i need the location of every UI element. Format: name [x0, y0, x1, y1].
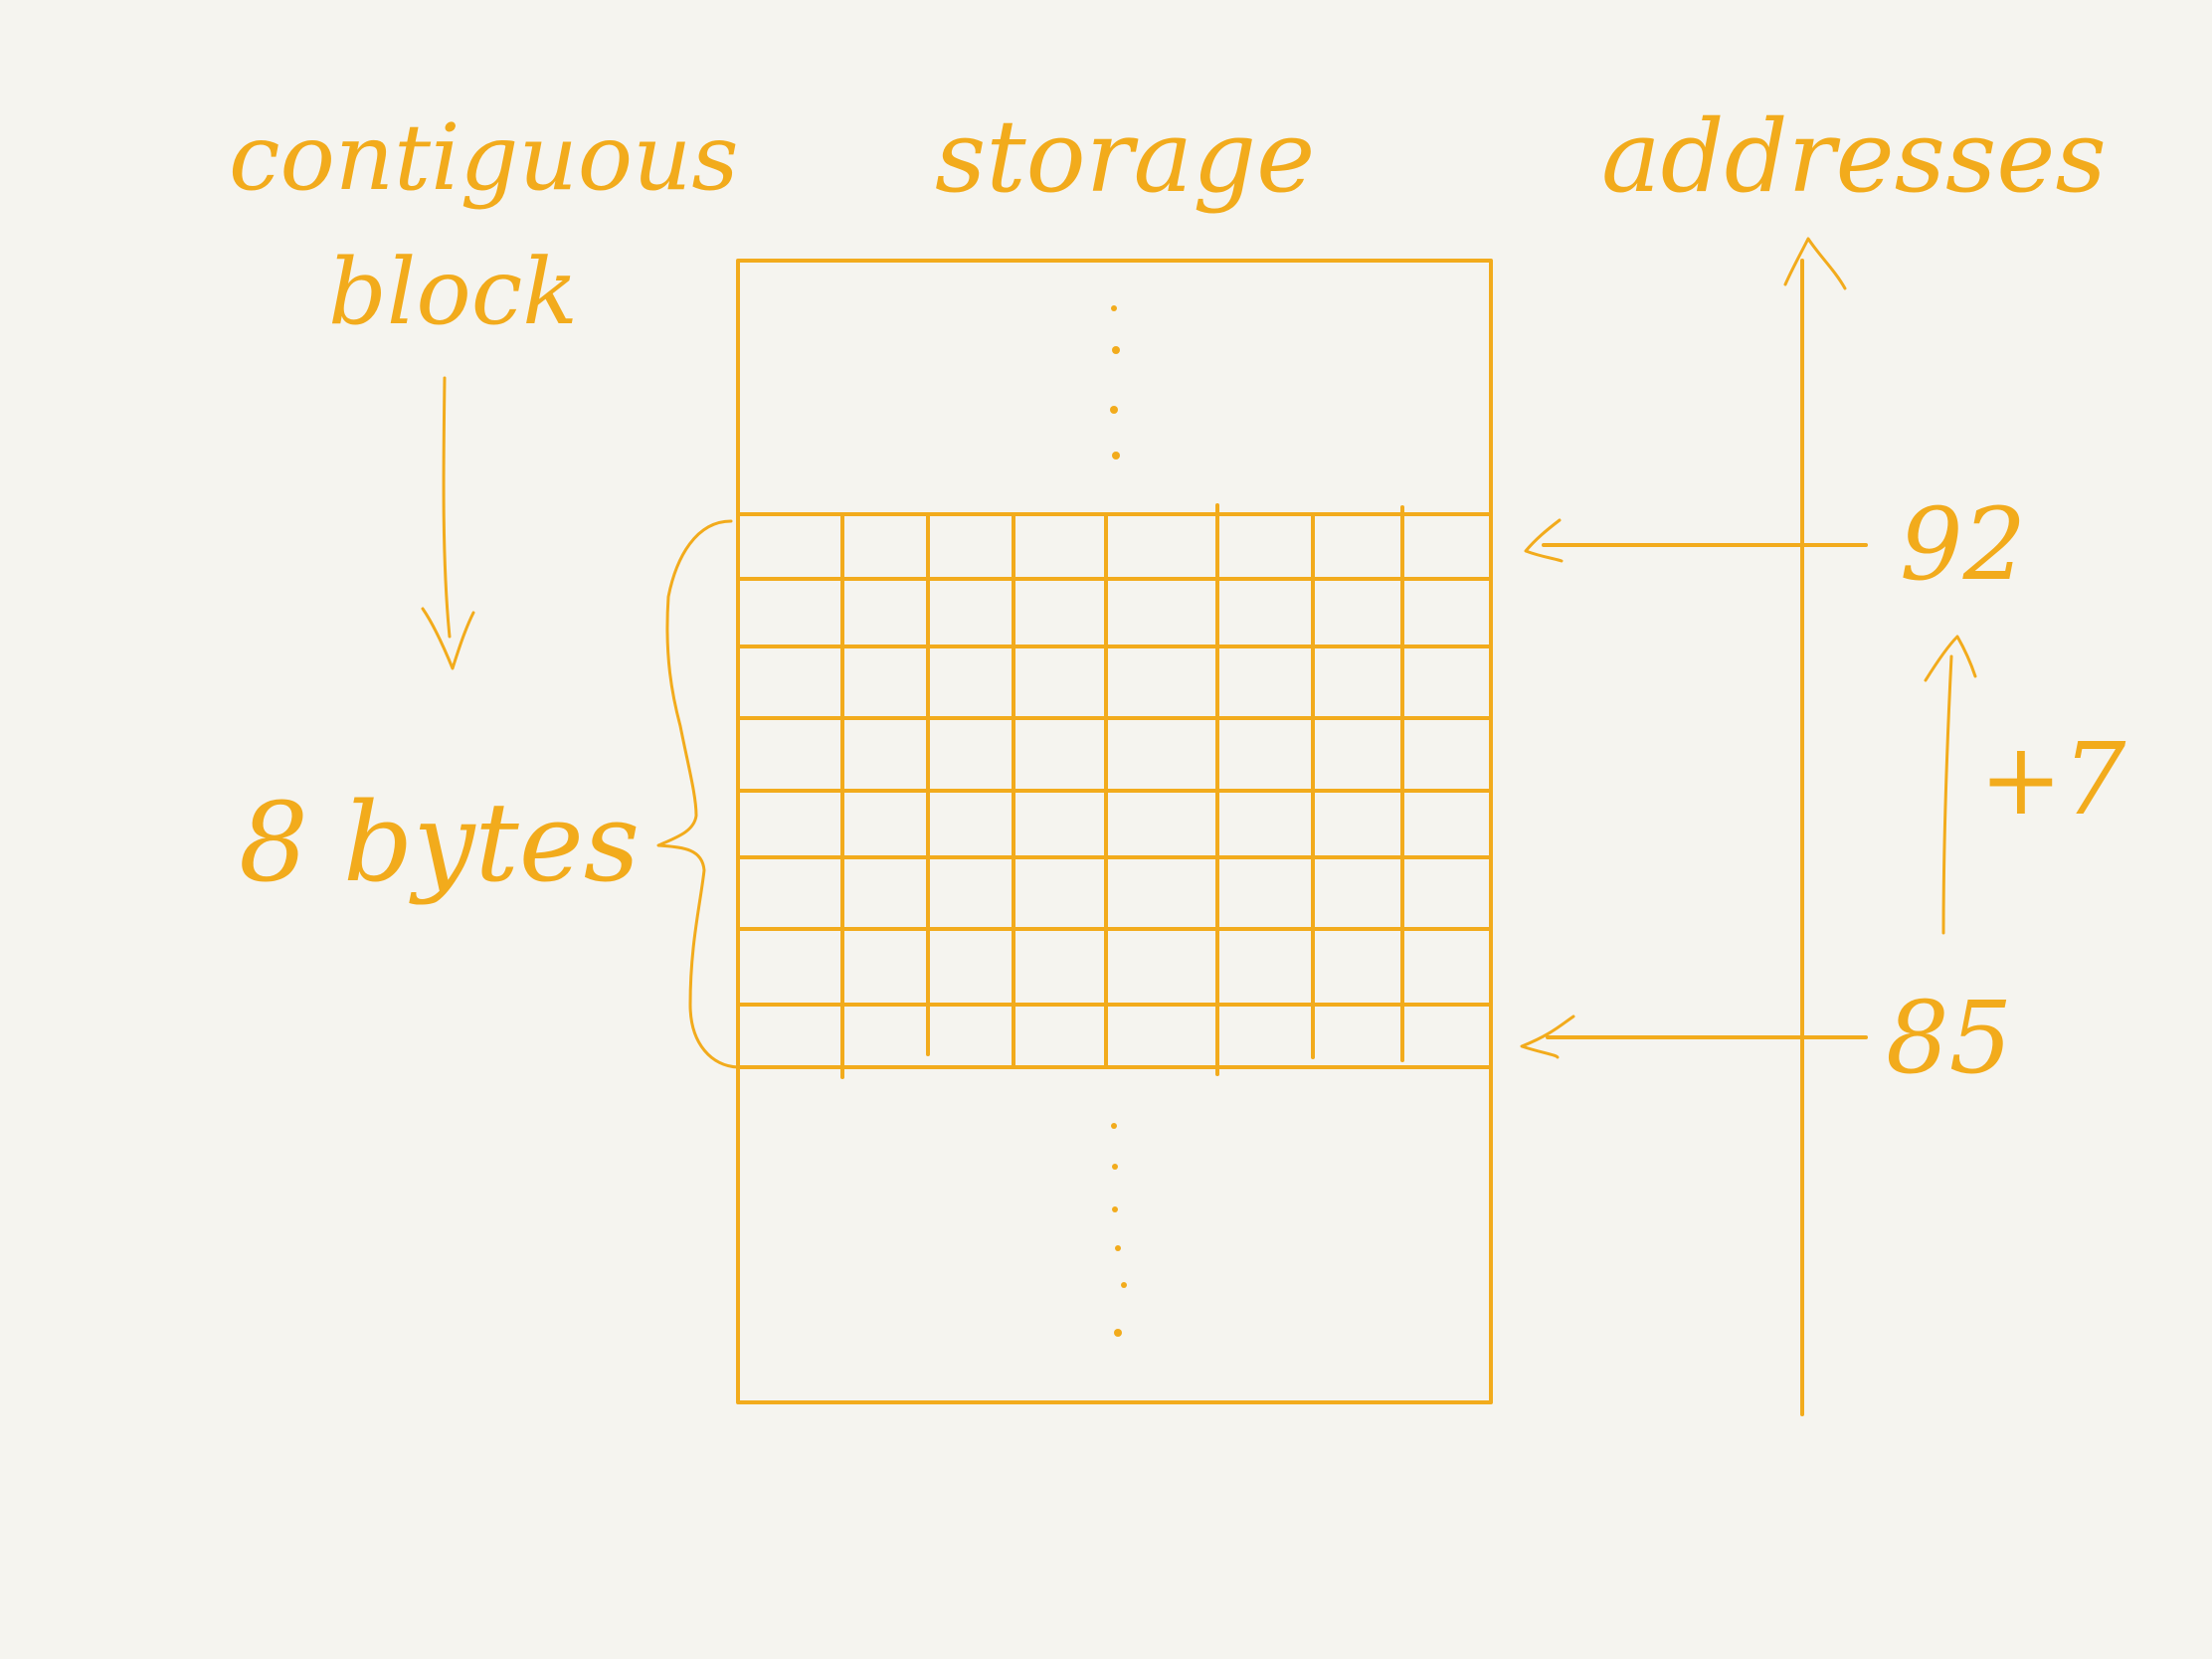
storage-box [736, 259, 1493, 1404]
arrow-left-icon [1520, 1014, 1575, 1059]
arrow-left-icon [1524, 518, 1564, 563]
address-axis [1783, 237, 1847, 1416]
address-low-pointer [1520, 1014, 1868, 1059]
storage-label: storage [935, 98, 1315, 215]
vertical-ellipsis-icon [1111, 1123, 1127, 1337]
curly-brace-icon [656, 519, 740, 1069]
address-high-label: 92 [1900, 486, 2026, 603]
eight-bytes-label: 8 bytes [239, 779, 640, 906]
arrow-up-icon [1783, 237, 1847, 290]
address-high-pointer [1524, 518, 1868, 563]
arrow-up-icon [1924, 635, 1977, 682]
offset-arrow [1924, 635, 1977, 935]
grid-vertical-lines [840, 503, 1404, 1079]
address-low-label: 85 [1886, 980, 2012, 1096]
vertical-ellipsis-icon [1110, 305, 1120, 460]
grid-horizontal-lines [736, 512, 1493, 1069]
contiguous-label: contiguous [229, 104, 739, 211]
byte-grid [736, 503, 1493, 1079]
arrow-down-icon [421, 376, 475, 670]
block-label: block [328, 239, 578, 345]
addresses-label: addresses [1601, 98, 2107, 215]
offset-label: +7 [1979, 721, 2126, 837]
